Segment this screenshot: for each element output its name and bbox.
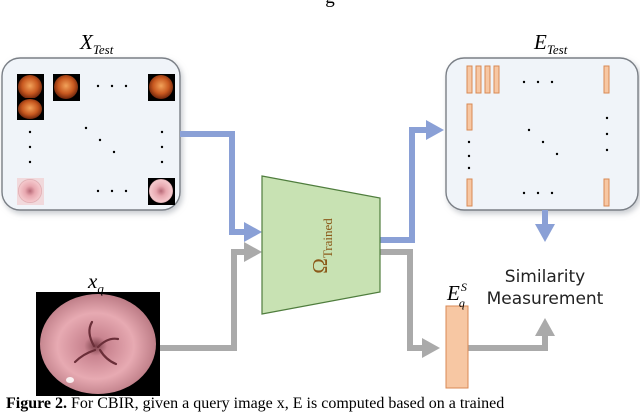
cropped-header-fragment: g <box>270 0 390 9</box>
gray-arrow-query-to-model <box>160 242 262 351</box>
x-test-label: XTest <box>79 30 114 57</box>
endoscopy-thumbnail-tissue <box>18 75 42 99</box>
endoscopy-thumbnail-tissue <box>149 75 173 99</box>
endoscopy-thumbnail-tissue <box>54 75 78 99</box>
trained-model-block: ΩTrained <box>261 175 381 315</box>
blue-arrow-model-to-etest <box>380 120 444 243</box>
gray-arrow-model-to-eq <box>380 249 440 358</box>
figure-caption: Figure 2. For CBIR, given a query image … <box>6 395 505 412</box>
x-test-panel <box>1 57 181 211</box>
query-label: xq <box>87 269 104 296</box>
ellipsis-dots <box>467 80 609 195</box>
e-test-label: ETest <box>533 30 568 57</box>
query-embedding-bar <box>445 305 469 389</box>
embedding-bars <box>466 65 610 207</box>
similarity-label: Similarity <box>505 267 585 287</box>
blue-arrow-etest-to-similarity <box>535 210 555 242</box>
measurement-label: Measurement <box>487 289 604 309</box>
query-image <box>36 292 160 396</box>
endoscopy-thumbnail-tissue <box>18 99 42 119</box>
e-test-panel <box>445 57 639 211</box>
ellipsis-dots <box>28 84 164 193</box>
gray-arrow-eq-to-similarity <box>468 318 555 351</box>
endoscopy-thumbnail-tissue <box>149 179 173 203</box>
model-label: ΩTrained <box>308 218 335 274</box>
endoscopy-thumbnail-tissue <box>18 179 42 203</box>
blue-arrow-xtest-to-model <box>180 131 262 242</box>
